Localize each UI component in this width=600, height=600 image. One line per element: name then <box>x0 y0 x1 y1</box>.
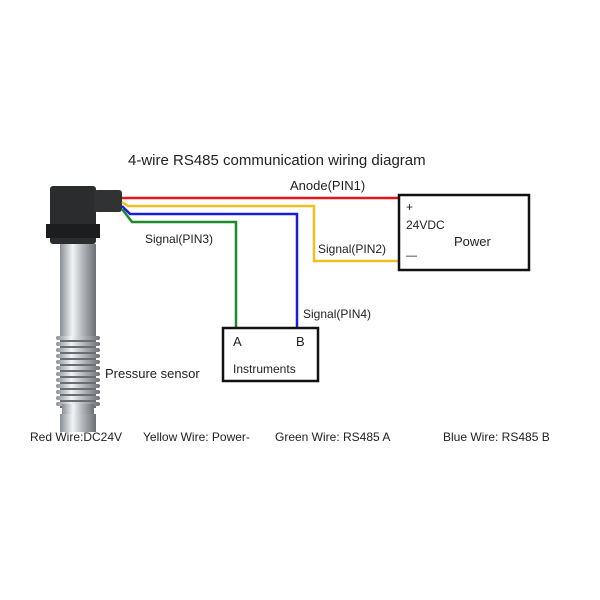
thread-ring <box>56 342 100 346</box>
thread-groove <box>60 370 96 372</box>
thread-groove <box>60 346 96 348</box>
thread-groove <box>60 382 96 384</box>
thread-groove <box>60 364 96 366</box>
legend-red: Red Wire:DC24V <box>30 430 123 444</box>
pin3-label: Signal(PIN3) <box>145 232 214 246</box>
green-wire <box>121 208 238 328</box>
pin2-label: Signal(PIN2) <box>318 242 387 256</box>
thread-ring <box>56 372 100 376</box>
thread-ring <box>56 366 100 370</box>
power-plus: + <box>406 200 414 214</box>
instruments-box <box>221 326 320 383</box>
power-box <box>397 193 531 272</box>
instrument-b: B <box>296 334 305 349</box>
pressure-sensor-image <box>46 186 122 432</box>
yellow-wire <box>121 200 399 263</box>
thread-ring <box>56 396 100 400</box>
thread-groove <box>60 400 96 402</box>
thread-ring <box>56 390 100 394</box>
sensor-label: Pressure sensor <box>105 366 200 381</box>
thread-ring <box>56 360 100 364</box>
thread-ring <box>56 378 100 382</box>
legend-yellow: Yellow Wire: Power- <box>143 430 250 444</box>
pin4-label: Signal(PIN4) <box>303 307 372 321</box>
diagram-title: 4-wire RS485 communication wiring diagra… <box>128 152 426 169</box>
power-voltage: 24VDC <box>406 218 445 232</box>
instrument-a: A <box>233 334 242 349</box>
thread-ring <box>56 354 100 358</box>
thread-groove <box>60 394 96 396</box>
thread-groove <box>60 376 96 378</box>
thread-ring <box>56 348 100 352</box>
power-label: Power <box>454 234 491 249</box>
thread-groove <box>60 340 96 342</box>
thread-groove <box>60 388 96 390</box>
blue-wire <box>121 205 299 328</box>
pin1-label: Anode(PIN1) <box>290 178 366 193</box>
thread-ring <box>56 384 100 388</box>
thread-groove <box>60 358 96 360</box>
instruments-label: Instruments <box>233 362 296 376</box>
legend-blue: Blue Wire: RS485 B <box>443 430 550 444</box>
legend-green: Green Wire: RS485 A <box>275 430 391 444</box>
power-minus: — <box>406 250 417 262</box>
thread-groove <box>60 352 96 354</box>
thread-ring <box>56 336 100 340</box>
